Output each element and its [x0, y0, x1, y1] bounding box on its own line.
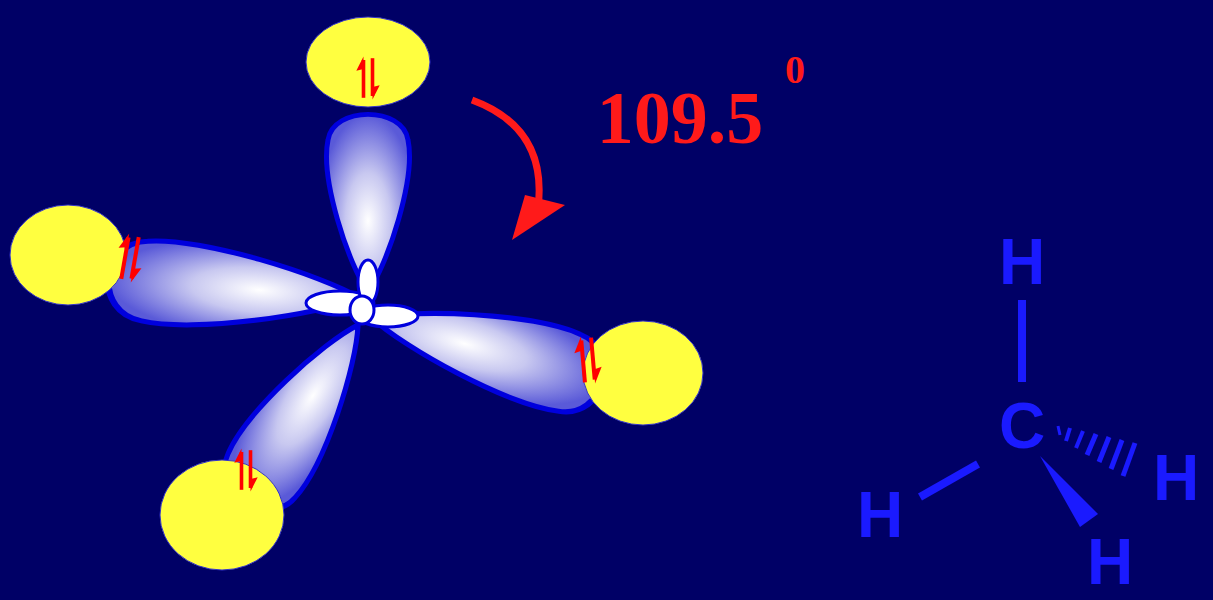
bond-angle: 109.5 — [597, 81, 764, 155]
hydrogen-atom: H — [857, 483, 903, 547]
hydrogen-atom: H — [1153, 446, 1199, 510]
carbon-atom: C — [999, 394, 1045, 458]
degree-mark: 0 — [785, 50, 805, 90]
electron-pairs — [113, 56, 603, 491]
angle-arrow — [472, 100, 565, 240]
structure-bonds — [920, 300, 1135, 527]
hydrogen-atom: H — [999, 230, 1045, 294]
back-lobes — [306, 260, 418, 327]
hydrogen-atom: H — [1087, 530, 1133, 594]
